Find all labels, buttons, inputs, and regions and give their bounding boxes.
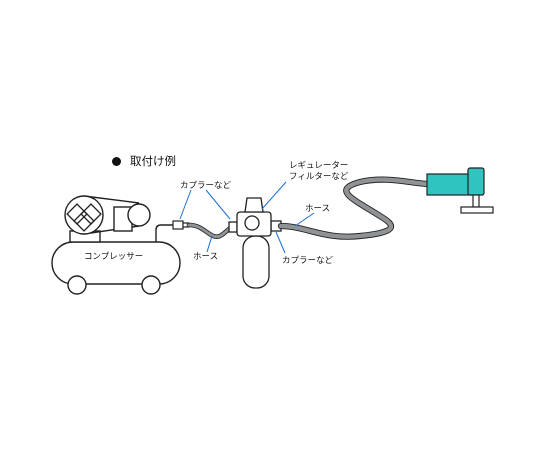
label-regulator-line1: レギュレーター [289,161,349,171]
regulator-filter [228,197,282,289]
regulator-gauge-icon [244,215,260,231]
bullet-icon [112,156,121,166]
air-tool-shaft [472,194,480,208]
air-tool-head [467,167,485,196]
leader-coupler-right [275,231,286,254]
label-coupler-left: カプラーなど [180,181,232,191]
compressor-wheel-left [67,275,87,295]
compressor-flywheel [64,195,104,235]
leader-hose-left [206,235,213,253]
label-regulator-line2: フィルターなど [289,172,349,182]
compressor-tank [51,241,181,285]
label-hose-left: ホース [193,252,219,262]
air-tool [426,167,494,214]
compressor [51,195,181,295]
leader-hose-right [294,212,315,227]
leader-regulator [261,181,287,210]
air-tool-pad [460,206,494,214]
leader-lines [179,181,315,254]
leader-coupler-left-2 [205,189,231,220]
compressor-motor-pulley [127,203,151,227]
coupler-left [172,220,190,230]
diagram-title-text: 取付け例 [130,154,176,168]
diagram-title: 取付け例 [112,153,176,169]
compressor-wheel-right [141,275,161,295]
label-hose-right: ホース [305,204,331,214]
label-compressor: コンプレッサー [84,252,144,262]
flywheel-spokes-icon [66,203,102,232]
leader-coupler-left-1 [179,189,192,220]
regulator-bowl [242,235,270,289]
label-coupler-right: カプラーなど [282,256,334,266]
air-tool-body [426,173,475,196]
compressor-outlet-pipe [155,224,174,242]
regulator-knob [244,197,264,213]
